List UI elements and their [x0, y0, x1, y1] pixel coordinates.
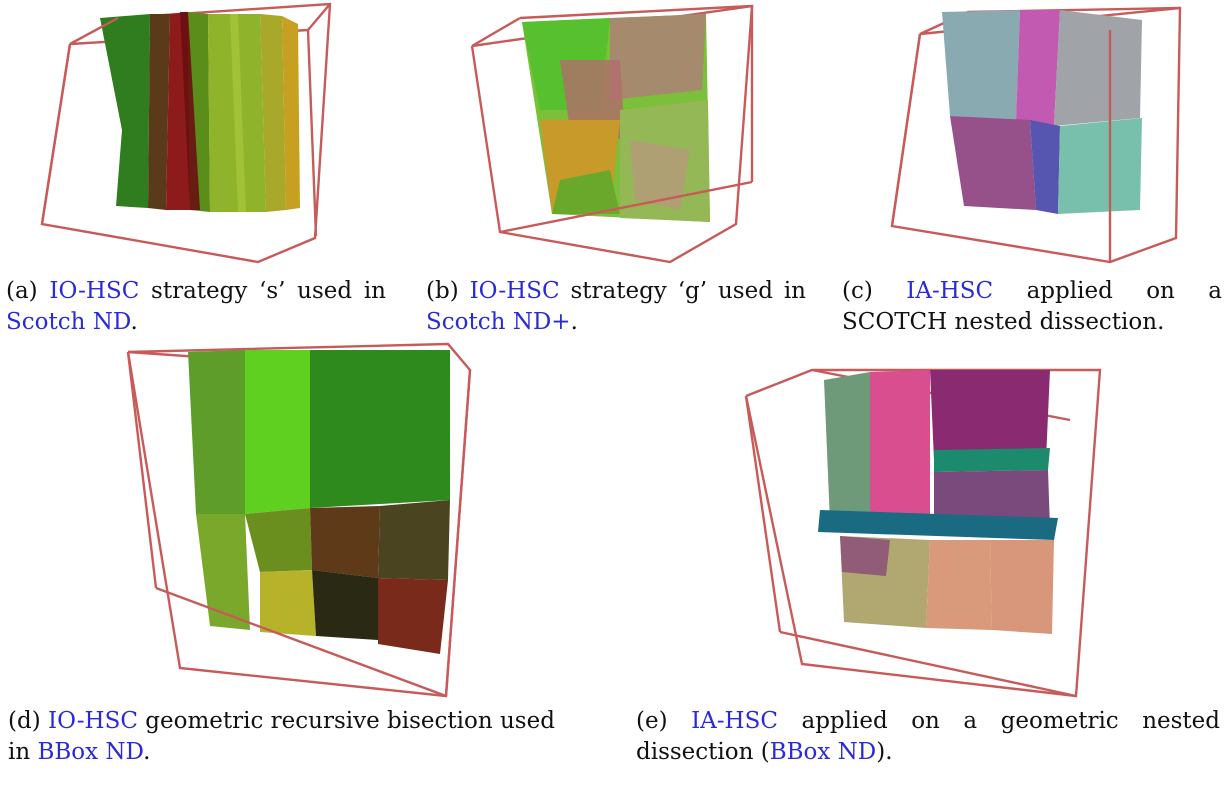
io-hsc-link[interactable]: IO-HSC — [49, 278, 140, 304]
voxel-cube-d — [126, 342, 472, 698]
ia-hsc-link[interactable]: IA-HSC — [906, 278, 994, 304]
caption-text: strategy ‘s’ used in — [139, 278, 386, 304]
caption-label: (a) — [6, 278, 38, 304]
voxel-cube-a — [40, 2, 332, 264]
voxel-cube-b — [470, 4, 754, 264]
scotch-nd-plus-link[interactable]: Scotch ND+ — [426, 309, 571, 335]
figure-d — [100, 340, 500, 710]
caption-b: (b) IO-HSC strategy ‘g’ used in Scotch N… — [426, 278, 806, 335]
io-hsc-link[interactable]: IO-HSC — [469, 278, 560, 304]
figure-a — [30, 0, 360, 270]
bbox-nd-link[interactable]: BBox ND — [37, 739, 144, 765]
voxel-cube-e — [744, 368, 1102, 698]
io-hsc-link[interactable]: IO-HSC — [47, 708, 138, 734]
figure-e — [730, 340, 1130, 710]
caption-a: (a) IO-HSC strategy ‘s’ used in Scotch N… — [6, 278, 386, 335]
bbox-nd-link[interactable]: BBox ND — [769, 739, 877, 765]
ia-hsc-link[interactable]: IA-HSC — [691, 708, 778, 734]
figure-c — [880, 0, 1210, 270]
caption-d: (d) IO-HSC geometric recursive bisection… — [8, 708, 555, 765]
voxel-cube-c — [890, 6, 1182, 264]
caption-e: (e) IA-HSC applied on a geometric nested… — [636, 708, 1220, 765]
scotch-nd-link[interactable]: Scotch ND — [6, 309, 131, 335]
caption-c: (c) IA-HSC applied on a SCOTCH nested di… — [842, 278, 1223, 335]
figure-b — [460, 0, 770, 270]
